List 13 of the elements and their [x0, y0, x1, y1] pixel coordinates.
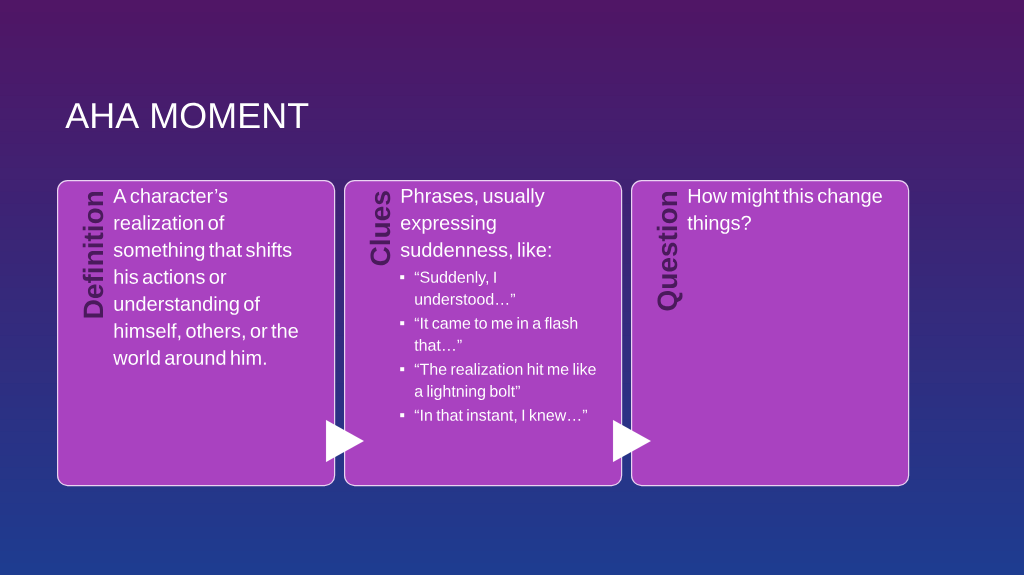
bullet-item: “It came to me in a flash that…” — [400, 317, 578, 351]
bullet-item: “The realization hit me like a lightning bolt” — [400, 363, 596, 400]
slide-title: AHA MOMENT — [65, 102, 309, 129]
arrow — [613, 420, 651, 462]
bullet-item: “Suddenly, I understood…” — [400, 271, 515, 305]
vertical-heading: Clues — [369, 191, 391, 266]
vertical-heading: Definition — [82, 191, 104, 318]
body-text: Phrases, usually expressing suddenness, like: — [400, 188, 551, 260]
arrow — [325, 420, 364, 462]
bullet-item: “In that instant, I knew…” — [400, 409, 587, 423]
body-text: A character’s realization of something that shifts his actions or understanding of himself, others, or the world around him. — [113, 188, 298, 365]
vertical-heading: Question — [656, 191, 683, 311]
body-text: How might this change things? — [687, 188, 882, 234]
